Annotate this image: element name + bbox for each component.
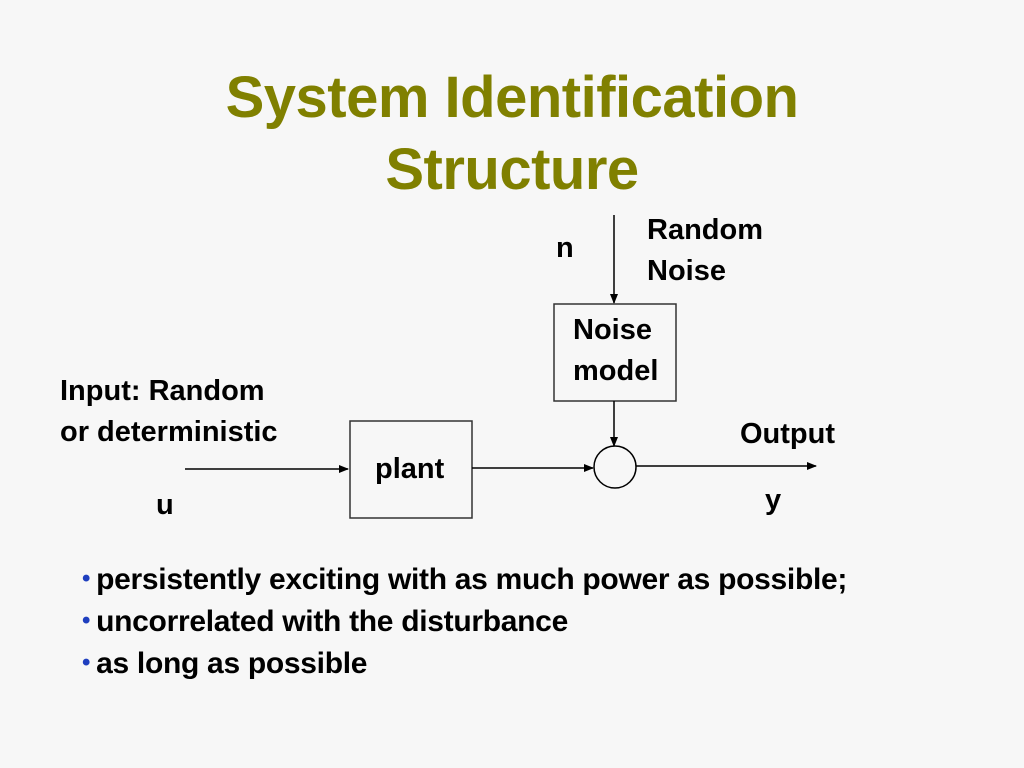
noise-symbol: n [556,232,574,264]
output-symbol: y [765,484,782,516]
input-label-line1: Input: Random [60,375,265,407]
title-line-1: System Identification [225,65,799,130]
random-noise-label-line1: Random [647,214,763,246]
bullet-item: •uncorrelated with the disturbance [82,600,847,642]
bullet-item: •persistently exciting with as much powe… [82,558,847,600]
title-line-2: Structure [385,137,639,202]
output-label: Output [740,418,836,450]
bullet-text: uncorrelated with the disturbance [96,605,568,638]
noise-model-label-line1: Noise [573,314,652,346]
plant-block [349,420,473,519]
bullet-item: •as long as possible [82,642,847,684]
plant-label: plant [375,453,445,485]
bullet-text: as long as possible [96,647,368,680]
slide-title: System Identification Structure [0,62,1024,206]
noise-model-block [553,303,677,402]
summing-junction [593,445,637,489]
random-noise-label-line2: Noise [647,255,726,287]
bullet-marker: • [82,565,91,592]
noise-model-label-line2: model [573,355,659,387]
bullet-marker: • [82,607,91,634]
input-symbol: u [156,489,174,521]
bullet-text: persistently exciting with as much power… [96,563,848,596]
bullet-marker: • [82,649,91,676]
input-label-line2: or deterministic [60,416,278,448]
bullet-list: •persistently exciting with as much powe… [82,558,847,684]
